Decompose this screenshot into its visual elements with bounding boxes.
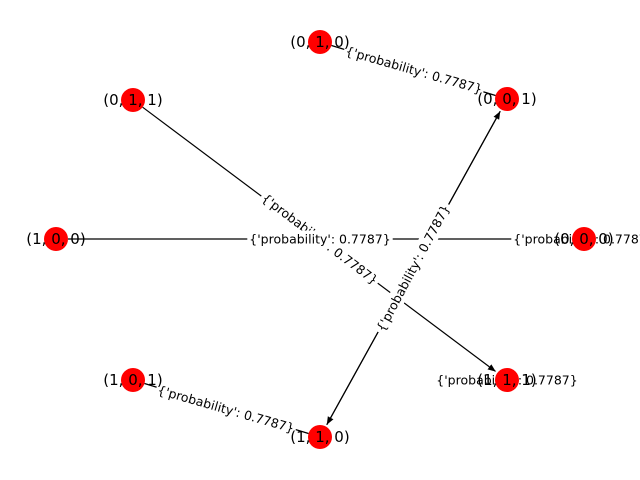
node-label: (1, 1, 1) bbox=[477, 371, 536, 389]
graph-node-n010 bbox=[308, 30, 332, 54]
graph-node-n001 bbox=[495, 87, 519, 111]
node-labels-layer: (0, 1, 0) (0, 0, 1) (0, 1, 1) (1, 0, 0) (0, … bbox=[26, 33, 613, 446]
node-label: (0, 0, 1) bbox=[477, 90, 536, 108]
nodes-layer bbox=[44, 30, 596, 449]
node-label: (0, 1, 1) bbox=[103, 91, 162, 109]
graph-node-n111 bbox=[495, 368, 519, 392]
edge-label: {'probability': 0.7787} bbox=[247, 230, 393, 248]
graph-node-n100 bbox=[44, 227, 68, 251]
node-label: (0, 0, 0) bbox=[554, 230, 613, 248]
edge-label-text: {'probability': 0.7787} bbox=[156, 382, 296, 435]
edge-label: {'probability': 0.7787} bbox=[153, 380, 299, 438]
edge-label: {'probability': 0.7787} bbox=[371, 199, 455, 337]
edge-label-background bbox=[247, 230, 393, 248]
edge-label: {'probability': 0.7787} bbox=[341, 41, 487, 99]
graph-node-n011 bbox=[121, 88, 145, 112]
edge-label-text: {'probability': 0.7787} bbox=[249, 232, 390, 247]
edge-label-text: {'probability': 0.7787} bbox=[344, 43, 484, 96]
graph-node-n101 bbox=[121, 368, 145, 392]
graph-node-n110 bbox=[308, 425, 332, 449]
graph-node-n000 bbox=[572, 227, 596, 251]
node-label: (1, 1, 0) bbox=[290, 428, 349, 446]
node-label: (1, 0, 0) bbox=[26, 230, 85, 248]
edge-label-background bbox=[371, 199, 455, 337]
edge-label-text: {'probability': 0.7787} bbox=[373, 202, 453, 334]
node-label: (0, 1, 0) bbox=[290, 33, 349, 51]
node-label: (1, 0, 1) bbox=[103, 371, 162, 389]
edge-label-background bbox=[341, 41, 487, 99]
edge-label-background bbox=[153, 380, 299, 438]
